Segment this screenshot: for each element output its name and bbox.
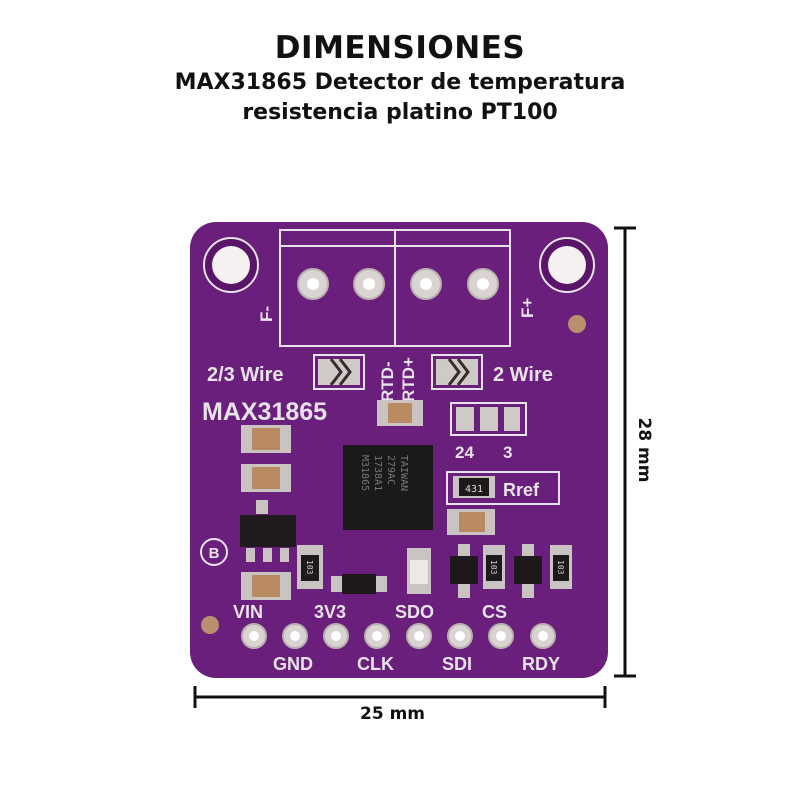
chip-text-line: 1738A1 xyxy=(372,455,383,491)
resistor-marking: 103 xyxy=(556,560,565,575)
page-title: DIMENSIONES xyxy=(274,30,526,66)
pin-label-vin: VIN xyxy=(233,602,263,622)
chip-text-line: M31865 xyxy=(359,455,370,491)
resistor-code: 431 xyxy=(465,484,483,495)
pin-label-sdi: SDI xyxy=(442,654,472,674)
b-mark: B xyxy=(209,545,220,562)
voltage-regulator xyxy=(240,500,296,562)
label-rtd-minus: RTD- xyxy=(378,361,397,402)
jumper-24-3 xyxy=(450,402,527,436)
resistor-marking: 103 xyxy=(305,560,314,575)
label-f-plus: F+ xyxy=(518,298,537,318)
mounting-hole-right xyxy=(539,237,595,293)
pin-label-gnd: GND xyxy=(273,654,313,674)
rref-outline xyxy=(446,471,560,505)
label-2-wire: 2 Wire xyxy=(493,364,553,386)
subtitle-line-2: resistencia platino PT100 xyxy=(242,100,558,125)
b-mark-circle xyxy=(200,538,228,566)
capacitors xyxy=(241,400,495,600)
chip-text-line: 279AC xyxy=(385,455,396,485)
pin-label-cs: CS xyxy=(482,602,507,622)
resistor-marking: 103 xyxy=(489,560,498,575)
max31865-chip: M31865 1738A1 279AC TAIWAN xyxy=(343,445,433,530)
height-label: 28 mm xyxy=(634,417,654,483)
test-pad xyxy=(201,616,219,634)
width-dimension-line xyxy=(193,686,607,708)
label-3: 3 xyxy=(503,443,512,462)
label-f-minus: F- xyxy=(257,306,276,322)
test-pad xyxy=(568,315,586,333)
pin-label-sdo: SDO xyxy=(395,602,434,622)
label-rref: Rref xyxy=(503,480,540,500)
pin-label-rdy: RDY xyxy=(522,654,560,674)
terminal-block-outline xyxy=(279,229,511,347)
subtitle-line-1: MAX31865 Detector de temperatura xyxy=(174,70,626,95)
jumper-23-wire xyxy=(313,354,365,390)
chip-text-line: TAIWAN xyxy=(398,455,409,491)
pin-label-3v3: 3V3 xyxy=(314,602,346,622)
label-24: 24 xyxy=(455,443,474,462)
pin-label-clk: CLK xyxy=(357,654,394,674)
board-name: MAX31865 xyxy=(202,398,327,426)
label-rtd-plus: RTD+ xyxy=(399,357,418,402)
label-2-3-wire: 2/3 Wire xyxy=(207,364,284,386)
jumper-2-wire xyxy=(431,354,483,390)
height-dimension-line xyxy=(614,226,636,678)
resistors-and-transistors xyxy=(297,544,572,598)
width-label: 25 mm xyxy=(360,704,426,724)
mounting-hole-left xyxy=(203,237,259,293)
